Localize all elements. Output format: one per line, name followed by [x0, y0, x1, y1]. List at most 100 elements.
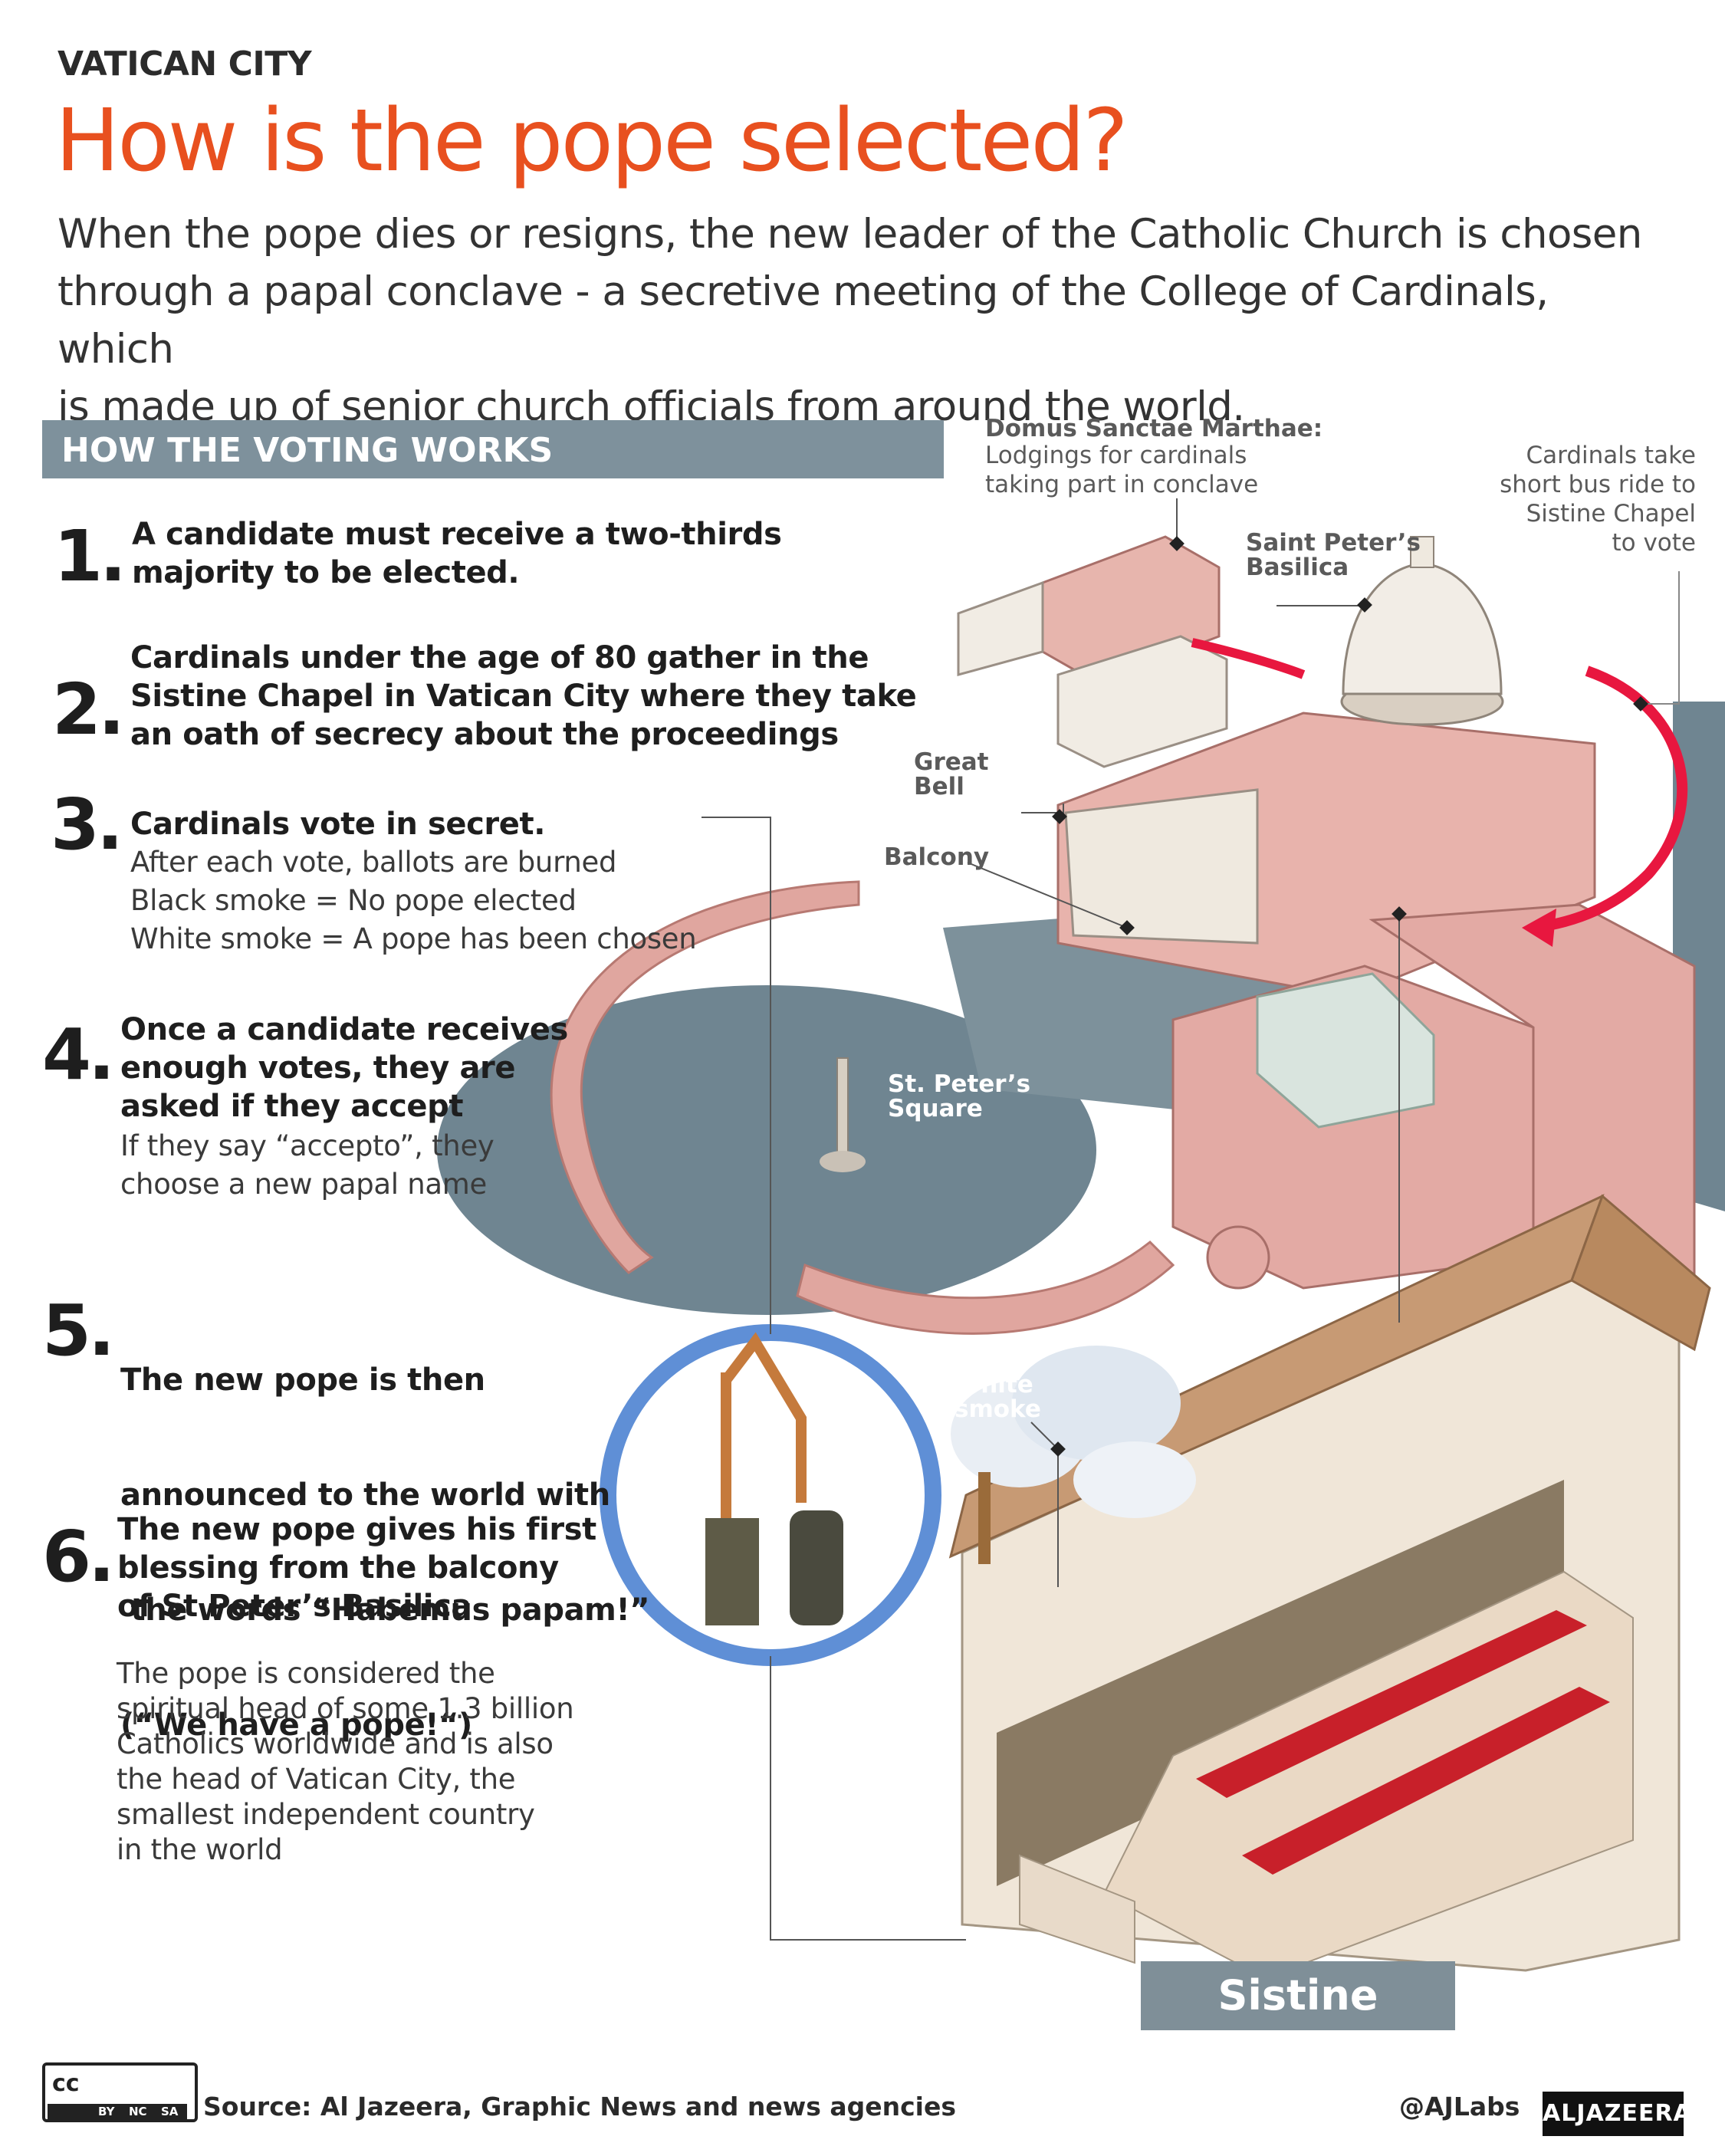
step-heading-line: majority to be elected. [132, 555, 520, 590]
license-row [48, 2104, 187, 2119]
step-heading-line: Cardinals vote in secret. [130, 807, 545, 842]
step-heading: Cardinals vote in secret. [130, 805, 545, 843]
section-label: HOW THE VOTING WORKS [61, 431, 554, 470]
basilica-line: Basilica [1246, 554, 1349, 581]
step-body: After each vote, ballots are burned Blac… [130, 843, 697, 958]
bus-line: Cardinals take [1526, 442, 1696, 469]
step-heading: The new pope gives his first blessing fr… [117, 1510, 596, 1625]
balcony-label: Balcony [884, 843, 990, 871]
annex-building-2 [1056, 635, 1228, 768]
step-number: 5. [42, 1290, 115, 1372]
step-heading-line: the words “Habemus papam!” [120, 1592, 650, 1628]
step-heading-line: The new pope is then [120, 1362, 485, 1398]
step-body-line: Black smoke = No pope elected [130, 884, 577, 917]
aljazeera-logo: ALJAZEERA [1543, 2092, 1691, 2136]
dome [1342, 562, 1503, 695]
square-label: St. Peter’s Square [888, 1072, 1030, 1121]
stove-pipe-bend [721, 1332, 807, 1503]
chapel-label: Sistine Chapel [1141, 1961, 1455, 2089]
chapel-entrance [1019, 1854, 1135, 1964]
smoke-cloud [1012, 1346, 1181, 1461]
step-heading: The new pope is then announced to the wo… [120, 1284, 650, 1783]
cc-icon: cc [52, 2070, 80, 2097]
south-colonnade [796, 1240, 1175, 1335]
cardinal-tables-front [1242, 1687, 1610, 1875]
note-line: the head of Vatican City, the [117, 1763, 516, 1796]
note-line: in the world [117, 1833, 283, 1866]
step-number: 3. [51, 784, 123, 866]
stove-right [790, 1510, 843, 1625]
step-heading: Once a candidate receives enough votes, … [120, 1011, 568, 1126]
step-heading: Cardinals under the age of 80 gather in … [130, 639, 917, 754]
north-colonnade [550, 880, 860, 1274]
step-heading-line: Cardinals under the age of 80 gather in … [130, 640, 869, 675]
step-heading-line: an oath of secrecy about the proceedings [130, 717, 839, 752]
intro-line: through a papal conclave - a secretive m… [58, 268, 1549, 373]
marker [1633, 696, 1648, 712]
basilica-line: Saint Peter’s [1246, 529, 1421, 557]
note-line: spiritual head of some 1.3 billion [117, 1692, 574, 1725]
step-body-line: choose a new papal name [120, 1168, 487, 1201]
obelisk-base [820, 1151, 866, 1172]
cardinal-tables-back [1196, 1610, 1587, 1798]
smoke-line: White [955, 1371, 1033, 1398]
fresco-band [997, 1480, 1564, 1886]
step-number: 6. [42, 1516, 115, 1598]
note-line: smallest independent country [117, 1798, 535, 1831]
marker [1169, 536, 1184, 551]
bell-line: Bell [914, 773, 964, 800]
step-body-line: After each vote, ballots are burned [130, 846, 617, 879]
stove-left [705, 1518, 759, 1625]
chimney [978, 1472, 991, 1564]
intro-line: When the pope dies or resigns, the new l… [58, 211, 1642, 258]
bus-route-arrow [1533, 666, 1688, 933]
domus-title: Domus Sanctae Marthae: [985, 415, 1323, 442]
step-heading-line: enough votes, they are [120, 1050, 516, 1086]
bus-line: short bus ride to [1500, 471, 1696, 498]
kicker: VATICAN CITY [58, 44, 312, 84]
lantern [1410, 536, 1434, 568]
marker [1357, 597, 1372, 613]
step-heading-line: A candidate must receive a two-thirds [132, 517, 782, 552]
leader-line [702, 817, 771, 1334]
step-number: 4. [42, 1014, 115, 1096]
square-line: Square [888, 1095, 983, 1122]
bus-line: to vote [1612, 529, 1696, 557]
smoke-label: White smoke [955, 1372, 1041, 1421]
license-nc: NC [129, 2105, 147, 2118]
basilica-facade [1064, 788, 1259, 945]
note-paragraph: The pope is considered the spiritual hea… [117, 1656, 592, 1868]
step-number: 2. [52, 669, 125, 751]
step-heading: A candidate must receive a two-thirds ma… [132, 515, 782, 592]
step-body-line: If they say “accepto”, they [120, 1129, 495, 1162]
annex-building [957, 580, 1044, 676]
intro-paragraph: When the pope dies or resigns, the new l… [58, 205, 1652, 435]
handle-text: @AJLabs [1399, 2092, 1520, 2121]
basilica-label: Saint Peter’s Basilica [1246, 531, 1421, 580]
step-body-line: White smoke = A pope has been chosen [130, 922, 697, 955]
round-tower [1206, 1225, 1270, 1290]
note-line: The pope is considered the [117, 1657, 495, 1690]
step-heading-line: blessing from the balcony [117, 1550, 559, 1586]
step-heading-line: announced to the world with [120, 1477, 610, 1513]
marker [1052, 809, 1067, 824]
step-heading-line: asked if they accept [120, 1089, 464, 1124]
step-heading-line: The new pope gives his first [117, 1512, 596, 1547]
step-number: 1. [54, 515, 127, 597]
stove-circle [600, 1324, 941, 1666]
courtyard-block [1256, 972, 1435, 1129]
leader-line [967, 862, 1128, 928]
page-title: How is the pope selected? [55, 91, 1129, 191]
leader-line [1641, 571, 1680, 705]
smoke-line: smoke [955, 1395, 1041, 1423]
domus-line: Lodgings for cardinals [985, 442, 1247, 469]
bell-label: Great Bell [914, 750, 989, 799]
stove-pipe [721, 1372, 731, 1518]
license-by: BY [98, 2105, 115, 2118]
marker [1119, 920, 1135, 935]
bus-line: Sistine Chapel [1526, 500, 1696, 527]
section-band [42, 420, 944, 478]
step-heading-line: Once a candidate receives [120, 1012, 568, 1047]
chapel-roof-end [1570, 1194, 1711, 1352]
